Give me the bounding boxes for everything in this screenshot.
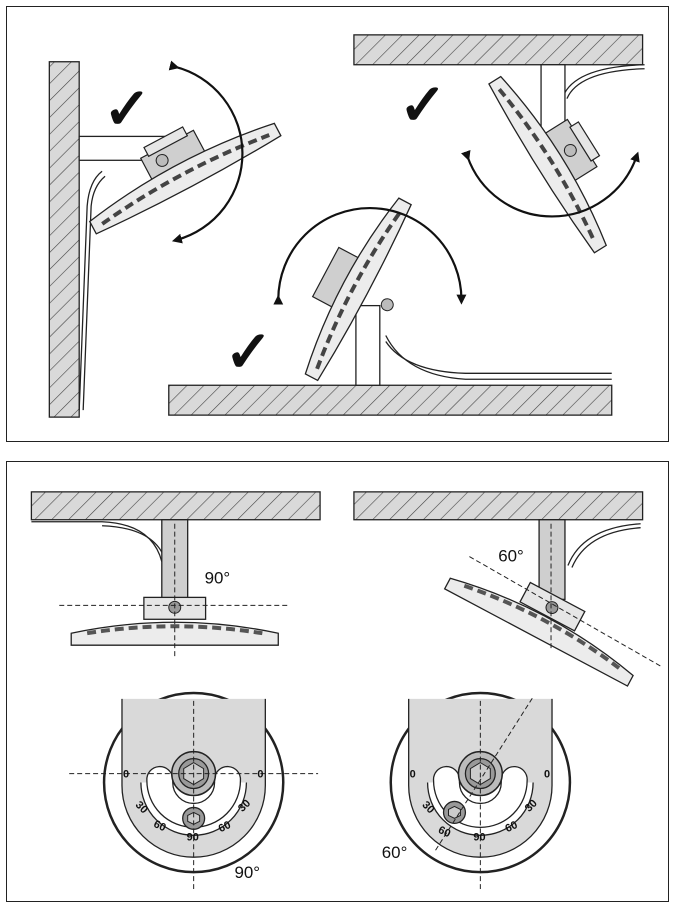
mounting-options-panel: ✓ ✓ ✓ <box>6 6 669 442</box>
dial-tick-label: 0 <box>410 769 416 781</box>
wall-mount-light: ✓ <box>78 60 282 411</box>
ceiling-surface <box>30 491 321 521</box>
floor-mount-check-mark: ✓ <box>225 320 273 384</box>
tilt-adjustment-diagram: 90° 60° 0 30 60 90 60 30 <box>30 491 661 891</box>
dial-tick-label: 60 <box>217 819 233 835</box>
tilt-dial-60: 0 30 60 90 60 30 0 60° <box>382 691 572 891</box>
ceiling-mount-check-mark: ✓ <box>399 73 447 137</box>
dial-tick-label: 60 <box>503 819 519 835</box>
ceiling-surface <box>353 34 644 66</box>
dial-tick-label: 60 <box>436 824 452 840</box>
side-view-angle-label: 60° <box>498 547 524 566</box>
dial-angle-label: 90° <box>234 863 260 882</box>
wall-mount-check-mark: ✓ <box>103 77 151 141</box>
ceiling-mount-light: ✓ <box>399 64 645 254</box>
dial-tick-label: 60 <box>152 818 168 834</box>
side-view-60: 60° <box>353 491 661 687</box>
wall-surface <box>48 61 80 418</box>
ceiling-surface <box>353 491 644 521</box>
dial-tick-label: 0 <box>544 769 550 781</box>
floor-surface <box>168 384 613 416</box>
dial-tick-label: 90 <box>473 831 485 843</box>
tilt-adjustment-panel: 90° 60° 0 30 60 90 60 30 <box>6 461 669 902</box>
dial-tick-label: 90 <box>187 831 199 843</box>
side-view-angle-label: 90° <box>205 568 231 587</box>
dial-tick-label: 0 <box>257 769 263 781</box>
mounting-options-diagram: ✓ ✓ ✓ <box>48 34 645 418</box>
dial-angle-label: 60° <box>382 843 408 862</box>
dial-tick-label: 0 <box>123 769 129 781</box>
floor-mount-light: ✓ <box>225 197 612 386</box>
tilt-dial-90: 0 30 60 90 60 30 0 90° <box>69 691 319 891</box>
side-view-90: 90° <box>30 491 321 660</box>
